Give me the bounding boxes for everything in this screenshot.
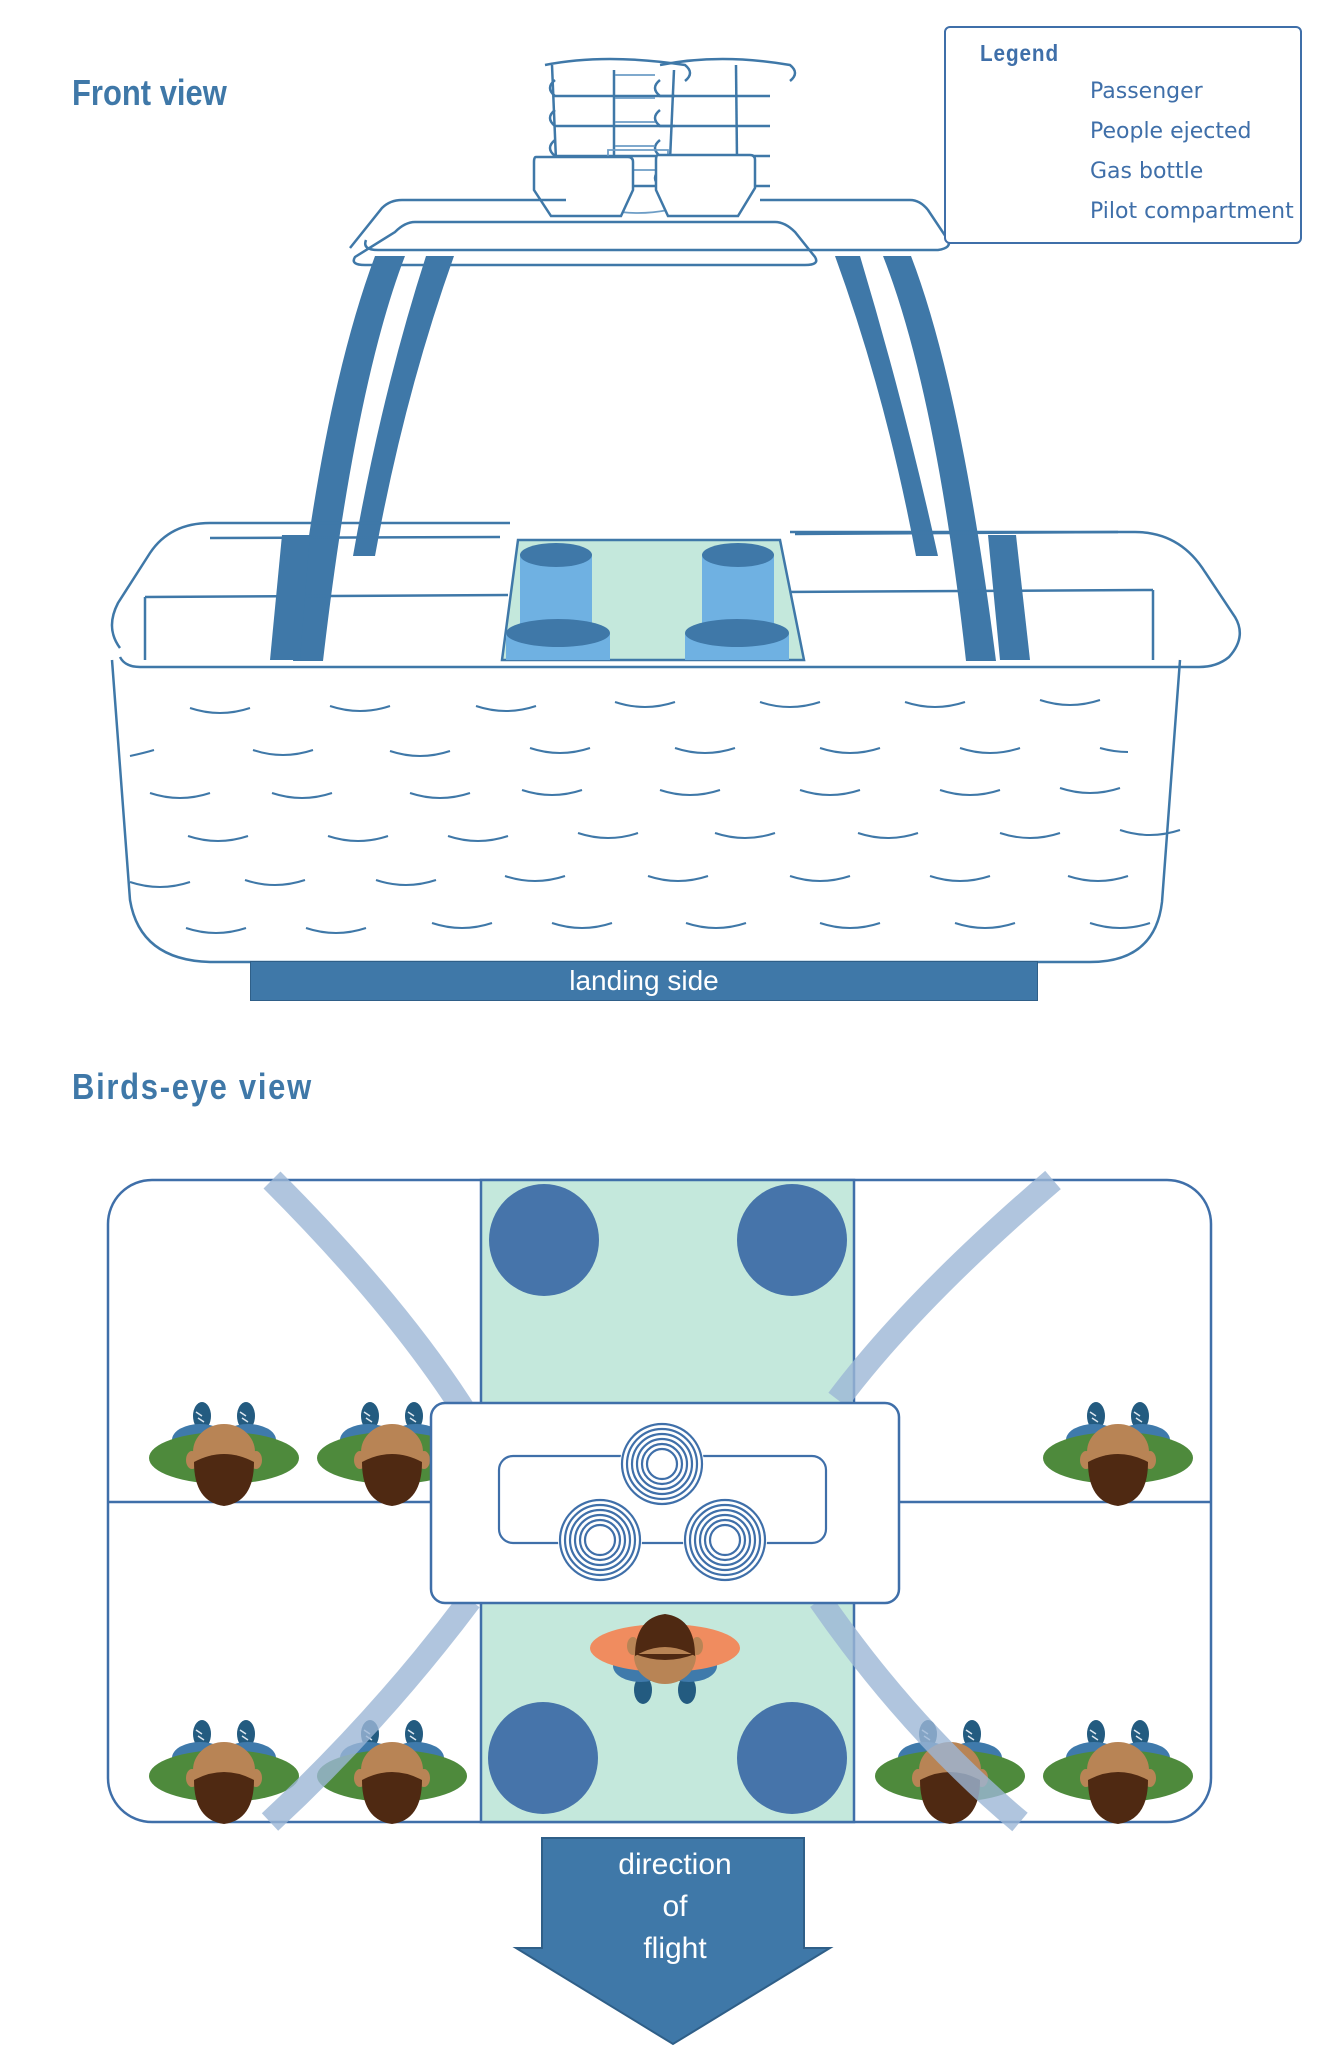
legend-label: Passenger bbox=[1090, 79, 1203, 104]
wicker-weave-pattern bbox=[129, 699, 1181, 934]
gas-bottle-icon bbox=[488, 1702, 598, 1814]
gas-bottle-icon bbox=[737, 1702, 847, 1814]
front-view-title: Front view bbox=[72, 72, 227, 113]
gas-bottle-icon bbox=[980, 156, 1026, 192]
passenger-icon bbox=[980, 76, 1026, 112]
landing-side-label: landing side bbox=[250, 961, 1038, 1001]
birds-eye-view-title: Birds-eye view bbox=[72, 1066, 313, 1107]
birds-eye-diagram bbox=[106, 1170, 1213, 2046]
person-ejected-icon bbox=[980, 116, 1026, 152]
direction-label-line: flight bbox=[643, 1932, 707, 1965]
legend-item-gas-bottle: Gas bottle bbox=[980, 156, 1300, 192]
legend-label: Gas bottle bbox=[1090, 159, 1204, 184]
legend-item-passenger: Passenger bbox=[980, 76, 1300, 112]
legend-label: Pilot compartment bbox=[1090, 199, 1294, 224]
pilot-compartment-icon bbox=[980, 196, 1026, 232]
legend-title: Legend bbox=[980, 40, 1060, 66]
gas-bottle-icon bbox=[489, 1184, 599, 1296]
direction-label-line: of bbox=[662, 1890, 688, 1923]
direction-label-line: direction bbox=[618, 1848, 732, 1881]
direction-arrow-icon bbox=[512, 1837, 834, 2046]
burner-icon bbox=[558, 1422, 767, 1582]
legend-item-pilot-compartment: Pilot compartment bbox=[980, 196, 1300, 232]
burner-cup-left bbox=[532, 155, 635, 218]
burner-cup-right bbox=[654, 153, 757, 218]
legend-label: People ejected bbox=[1090, 119, 1252, 144]
front-view-diagram bbox=[110, 57, 1242, 964]
legend-item-people-ejected: People ejected bbox=[980, 116, 1300, 152]
basket-body bbox=[110, 659, 1182, 964]
legend: Legend Passenger People ejected Gas bott… bbox=[944, 26, 1302, 244]
gas-bottle-icon bbox=[737, 1184, 847, 1296]
direction-of-flight-label: direction of flight bbox=[560, 1844, 790, 1970]
